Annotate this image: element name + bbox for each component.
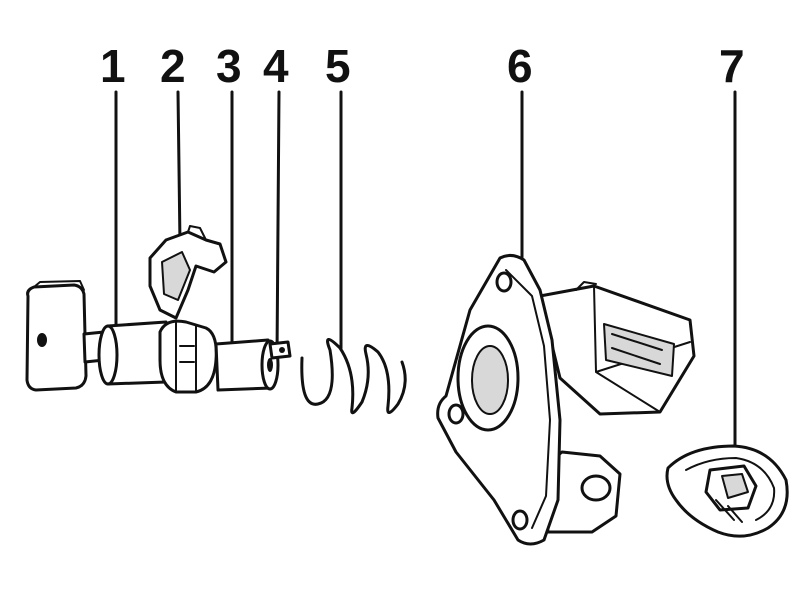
cam-disc-7 (665, 444, 789, 538)
key (25, 280, 106, 392)
pin-4 (268, 340, 292, 360)
callout-5: 5 (325, 40, 351, 92)
leader-line-2 (176, 90, 182, 246)
leader-line-4 (275, 90, 281, 358)
callout-1: 1 (100, 40, 126, 92)
callout-6: 6 (507, 40, 533, 92)
callout-3: 3 (216, 40, 242, 92)
callout-7: 7 (719, 40, 745, 92)
callout-4: 4 (263, 40, 289, 92)
leader-lines (114, 90, 737, 467)
spring-5 (300, 338, 407, 415)
lock-cylinder-1 (97, 319, 280, 394)
wafer-clip-2 (148, 225, 228, 320)
lock-housing-6 (436, 253, 696, 546)
callout-2: 2 (160, 40, 186, 92)
